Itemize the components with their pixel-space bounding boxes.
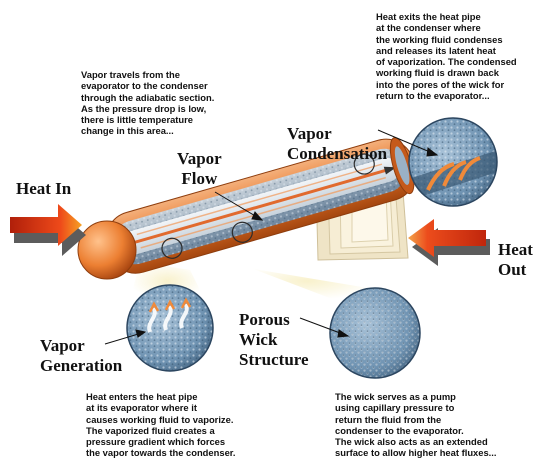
label-vapor-flow: Vapor Flow — [177, 149, 222, 188]
heat-in-arrow — [10, 204, 86, 256]
note-adiabatic: Vapor travels from the evaporator to the… — [81, 69, 215, 137]
leader-lines — [104, 129, 439, 345]
note-evaporator: Heat enters the heat pipe at its evapora… — [86, 391, 236, 459]
label-heat-out: Heat Out — [498, 240, 533, 279]
note-condenser: Heat exits the heat pipe at the condense… — [376, 11, 517, 102]
condensation-closeup — [408, 117, 498, 207]
heat-out-arrow — [408, 219, 490, 266]
label-porous-wick: Porous Wick Structure — [239, 310, 309, 369]
wick-closeup — [329, 287, 421, 379]
label-vapor-condensation: Vapor Condensation — [287, 124, 388, 163]
generation-closeup — [126, 284, 214, 372]
evaporator-end-cap — [77, 220, 137, 280]
note-wick: The wick serves as a pump using capillar… — [335, 391, 497, 459]
label-heat-in: Heat In — [16, 179, 72, 198]
label-vapor-generation: Vapor Generation — [40, 336, 123, 375]
